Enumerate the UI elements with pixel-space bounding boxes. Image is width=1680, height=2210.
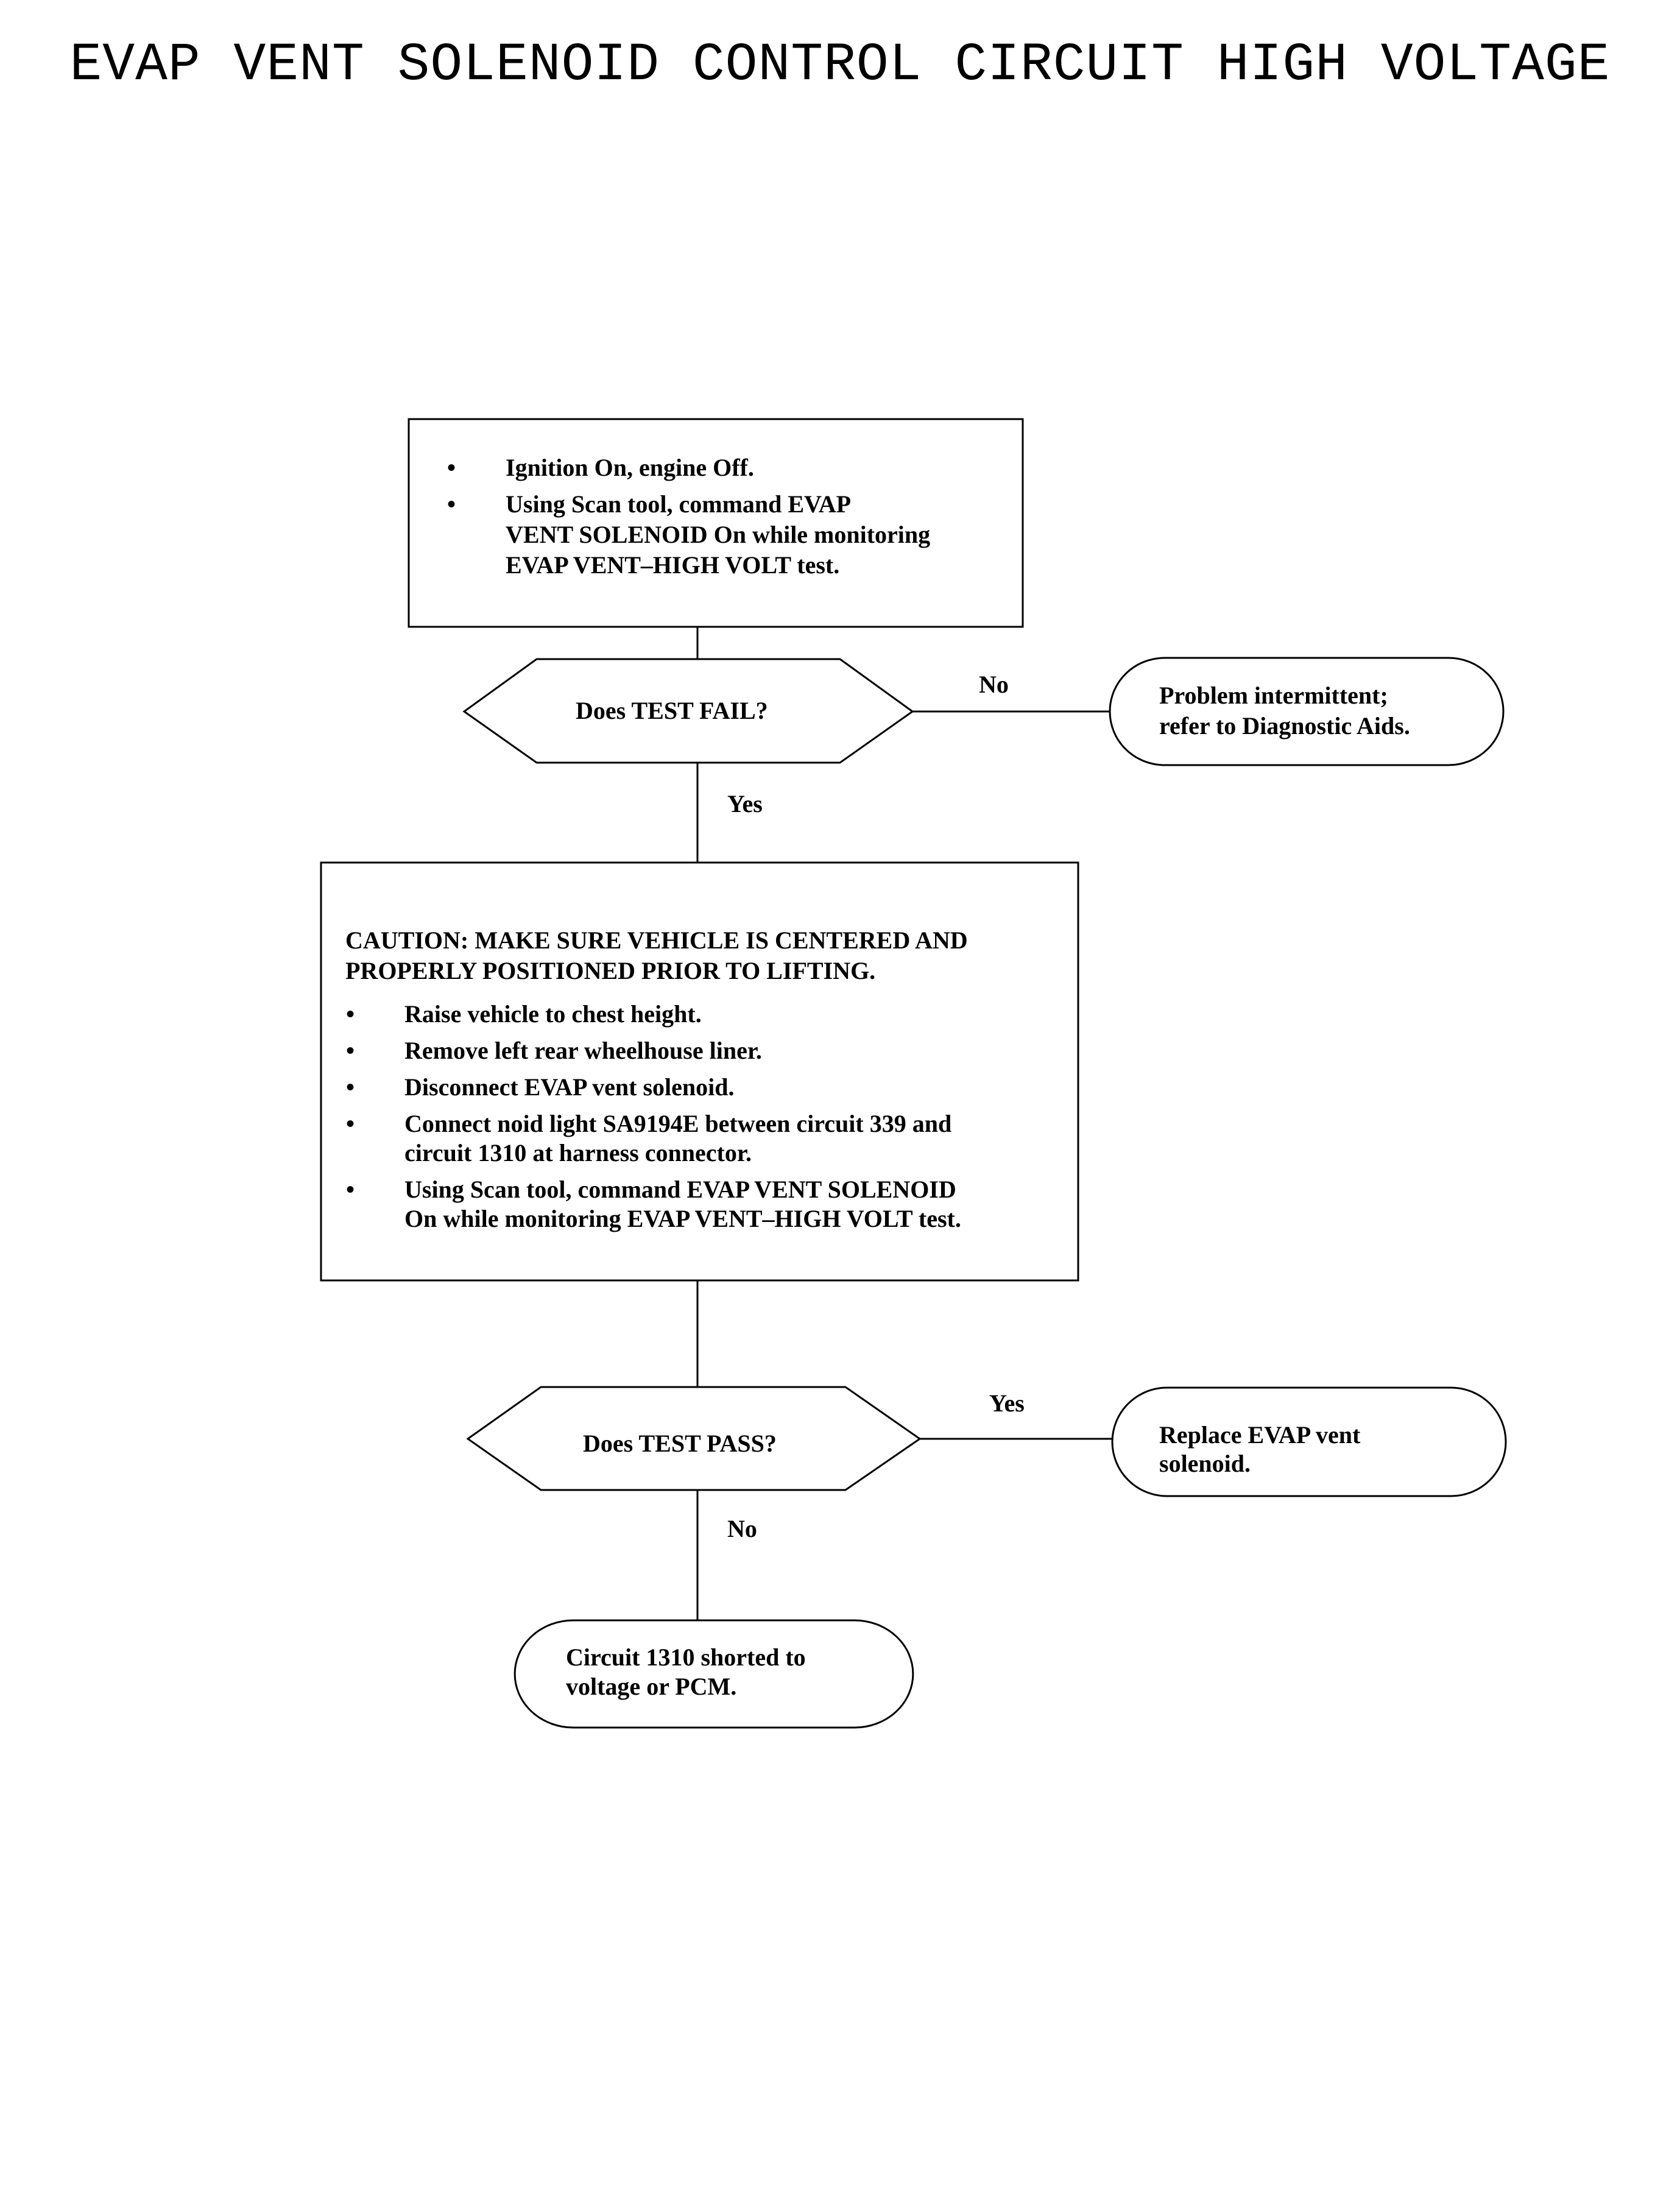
bullet-icon: • (346, 1037, 355, 1064)
bullet-icon: • (346, 1073, 355, 1101)
result-intermittent-shape (1109, 657, 1505, 766)
step2-bullet-4-line-1: Connect noid light SA9194E between circu… (404, 1110, 952, 1137)
step2-caution-line-2: PROPERLY POSITIONED PRIOR TO LIFTING. (345, 957, 876, 984)
result-replace-line-2: solenoid. (1159, 1450, 1251, 1477)
decision2-shape (466, 1386, 922, 1491)
bullet-icon: • (447, 490, 456, 518)
step2-bullet-4-line-2: circuit 1310 at harness connector. (404, 1139, 752, 1167)
step2-bullet-5-line-1: Using Scan tool, command EVAP VENT SOLEN… (404, 1176, 956, 1203)
step1-box (408, 418, 1024, 628)
step2-caution-line-1: CAUTION: MAKE SURE VEHICLE IS CENTERED A… (345, 927, 968, 954)
page-title: EVAP VENT SOLENOID CONTROL CIRCUIT HIGH … (69, 35, 1611, 96)
bullet-icon: • (346, 1176, 355, 1203)
bullet-icon: • (447, 454, 456, 481)
result-circuit-shape (514, 1619, 914, 1729)
step1-bullet-1-text: Ignition On, engine Off. (506, 454, 754, 481)
step2-bullet-2-text: Remove left rear wheelhouse liner. (404, 1037, 762, 1064)
decision1-yes-label: Yes (727, 790, 763, 817)
result-circuit-line-2: voltage or PCM. (566, 1673, 737, 1700)
bullet-icon: • (346, 1000, 355, 1028)
result-circuit-line-1: Circuit 1310 shorted to (566, 1643, 806, 1671)
step2-bullet-5-line-2: On while monitoring EVAP VENT–HIGH VOLT … (404, 1205, 961, 1232)
decision2-yes-label: Yes (989, 1389, 1025, 1417)
step1-bullet-2-line-2: VENT SOLENOID On while monitoring (506, 521, 931, 548)
decision1-no-label: No (979, 671, 1009, 698)
step2-box (320, 861, 1079, 1282)
result-replace-line-1: Replace EVAP vent (1159, 1421, 1361, 1449)
decision1-shape (462, 658, 914, 764)
step1-bullet-2-line-3: EVAP VENT–HIGH VOLT test. (506, 551, 840, 579)
decision1-question: Does TEST FAIL? (576, 697, 768, 724)
decision2-no-label: No (727, 1515, 757, 1542)
decision2-question: Does TEST PASS? (583, 1430, 777, 1457)
bullet-icon: • (346, 1110, 355, 1137)
result-intermittent-line-2: refer to Diagnostic Aids. (1159, 712, 1410, 740)
step2-bullet-3-text: Disconnect EVAP vent solenoid. (404, 1073, 735, 1101)
result-replace-shape (1111, 1386, 1507, 1497)
result-intermittent-line-1: Problem intermittent; (1159, 682, 1388, 709)
step1-bullet-2-line-1: Using Scan tool, command EVAP (506, 490, 852, 518)
step2-bullet-1-text: Raise vehicle to chest height. (404, 1000, 702, 1028)
